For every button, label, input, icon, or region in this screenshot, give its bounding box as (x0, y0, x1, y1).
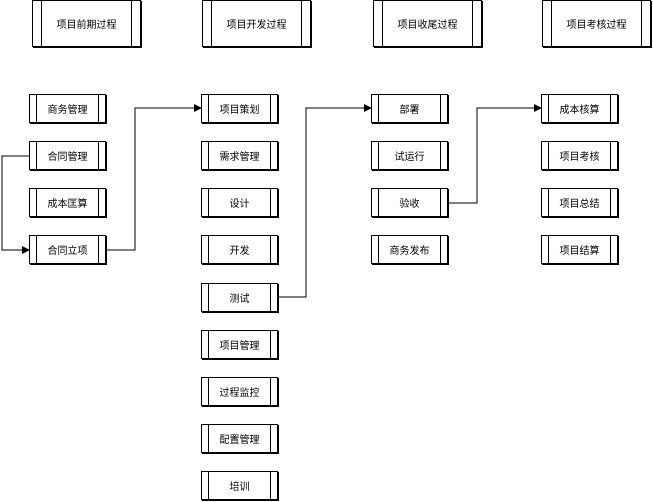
task-box-trial-run: 试运行 (371, 141, 448, 170)
task-box-project-assessment: 项目考核 (541, 141, 618, 170)
task-box-acceptance: 验收 (371, 188, 448, 217)
task-box-training: 培训 (201, 471, 278, 500)
task-label: 商务发布 (389, 246, 430, 257)
task-box-cost-accounting: 成本核算 (541, 94, 618, 123)
task-label: 过程监控 (219, 388, 260, 399)
task-label: 项目考核 (559, 152, 600, 163)
task-label: 部署 (399, 105, 420, 116)
task-label: 合同立项 (47, 246, 88, 257)
phase-label: 项目前期过程 (56, 20, 117, 31)
task-box-project-summary: 项目总结 (541, 188, 618, 217)
task-box-development: 开发 (201, 235, 278, 264)
phase-box-development: 项目开发过程 (202, 0, 311, 47)
task-box-design: 设计 (201, 188, 278, 217)
connector-arrow (1, 155, 30, 254)
phase-label: 项目考核过程 (566, 20, 627, 31)
task-label: 需求管理 (219, 152, 260, 163)
task-label: 项目总结 (559, 199, 600, 210)
phase-box-pre-project: 项目前期过程 (32, 0, 141, 47)
task-box-business-management: 商务管理 (29, 94, 106, 123)
task-label: 测试 (229, 294, 250, 305)
task-label: 开发 (229, 246, 250, 257)
task-box-process-monitoring: 过程监控 (201, 377, 278, 406)
task-label: 试运行 (394, 152, 425, 163)
task-box-project-settlement: 项目结算 (541, 235, 618, 264)
task-label: 项目管理 (219, 341, 260, 352)
phase-box-assessment: 项目考核过程 (542, 0, 651, 47)
task-box-contract-management: 合同管理 (29, 141, 106, 170)
connector-arrow (106, 104, 202, 251)
connector-arrow (278, 104, 372, 298)
task-label: 配置管理 (219, 435, 260, 446)
task-box-testing: 测试 (201, 283, 278, 312)
task-box-configuration-management: 配置管理 (201, 424, 278, 453)
task-label: 设计 (229, 199, 250, 210)
task-label: 验收 (399, 199, 420, 210)
task-box-requirements-management: 需求管理 (201, 141, 278, 170)
task-label: 成本匡算 (47, 199, 88, 210)
phase-box-closing: 项目收尾过程 (373, 0, 482, 47)
task-box-project-management: 项目管理 (201, 330, 278, 359)
task-label: 商务管理 (47, 105, 88, 116)
connector-arrow (448, 104, 542, 204)
task-label: 项目策划 (219, 105, 260, 116)
task-box-business-release: 商务发布 (371, 235, 448, 264)
task-label: 成本核算 (559, 105, 600, 116)
task-box-contract-approval: 合同立项 (29, 235, 106, 264)
phase-label: 项目收尾过程 (397, 20, 458, 31)
task-box-cost-estimate: 成本匡算 (29, 188, 106, 217)
phase-label: 项目开发过程 (226, 20, 287, 31)
task-label: 合同管理 (47, 152, 88, 163)
task-label: 培训 (229, 482, 250, 493)
task-label: 项目结算 (559, 246, 600, 257)
